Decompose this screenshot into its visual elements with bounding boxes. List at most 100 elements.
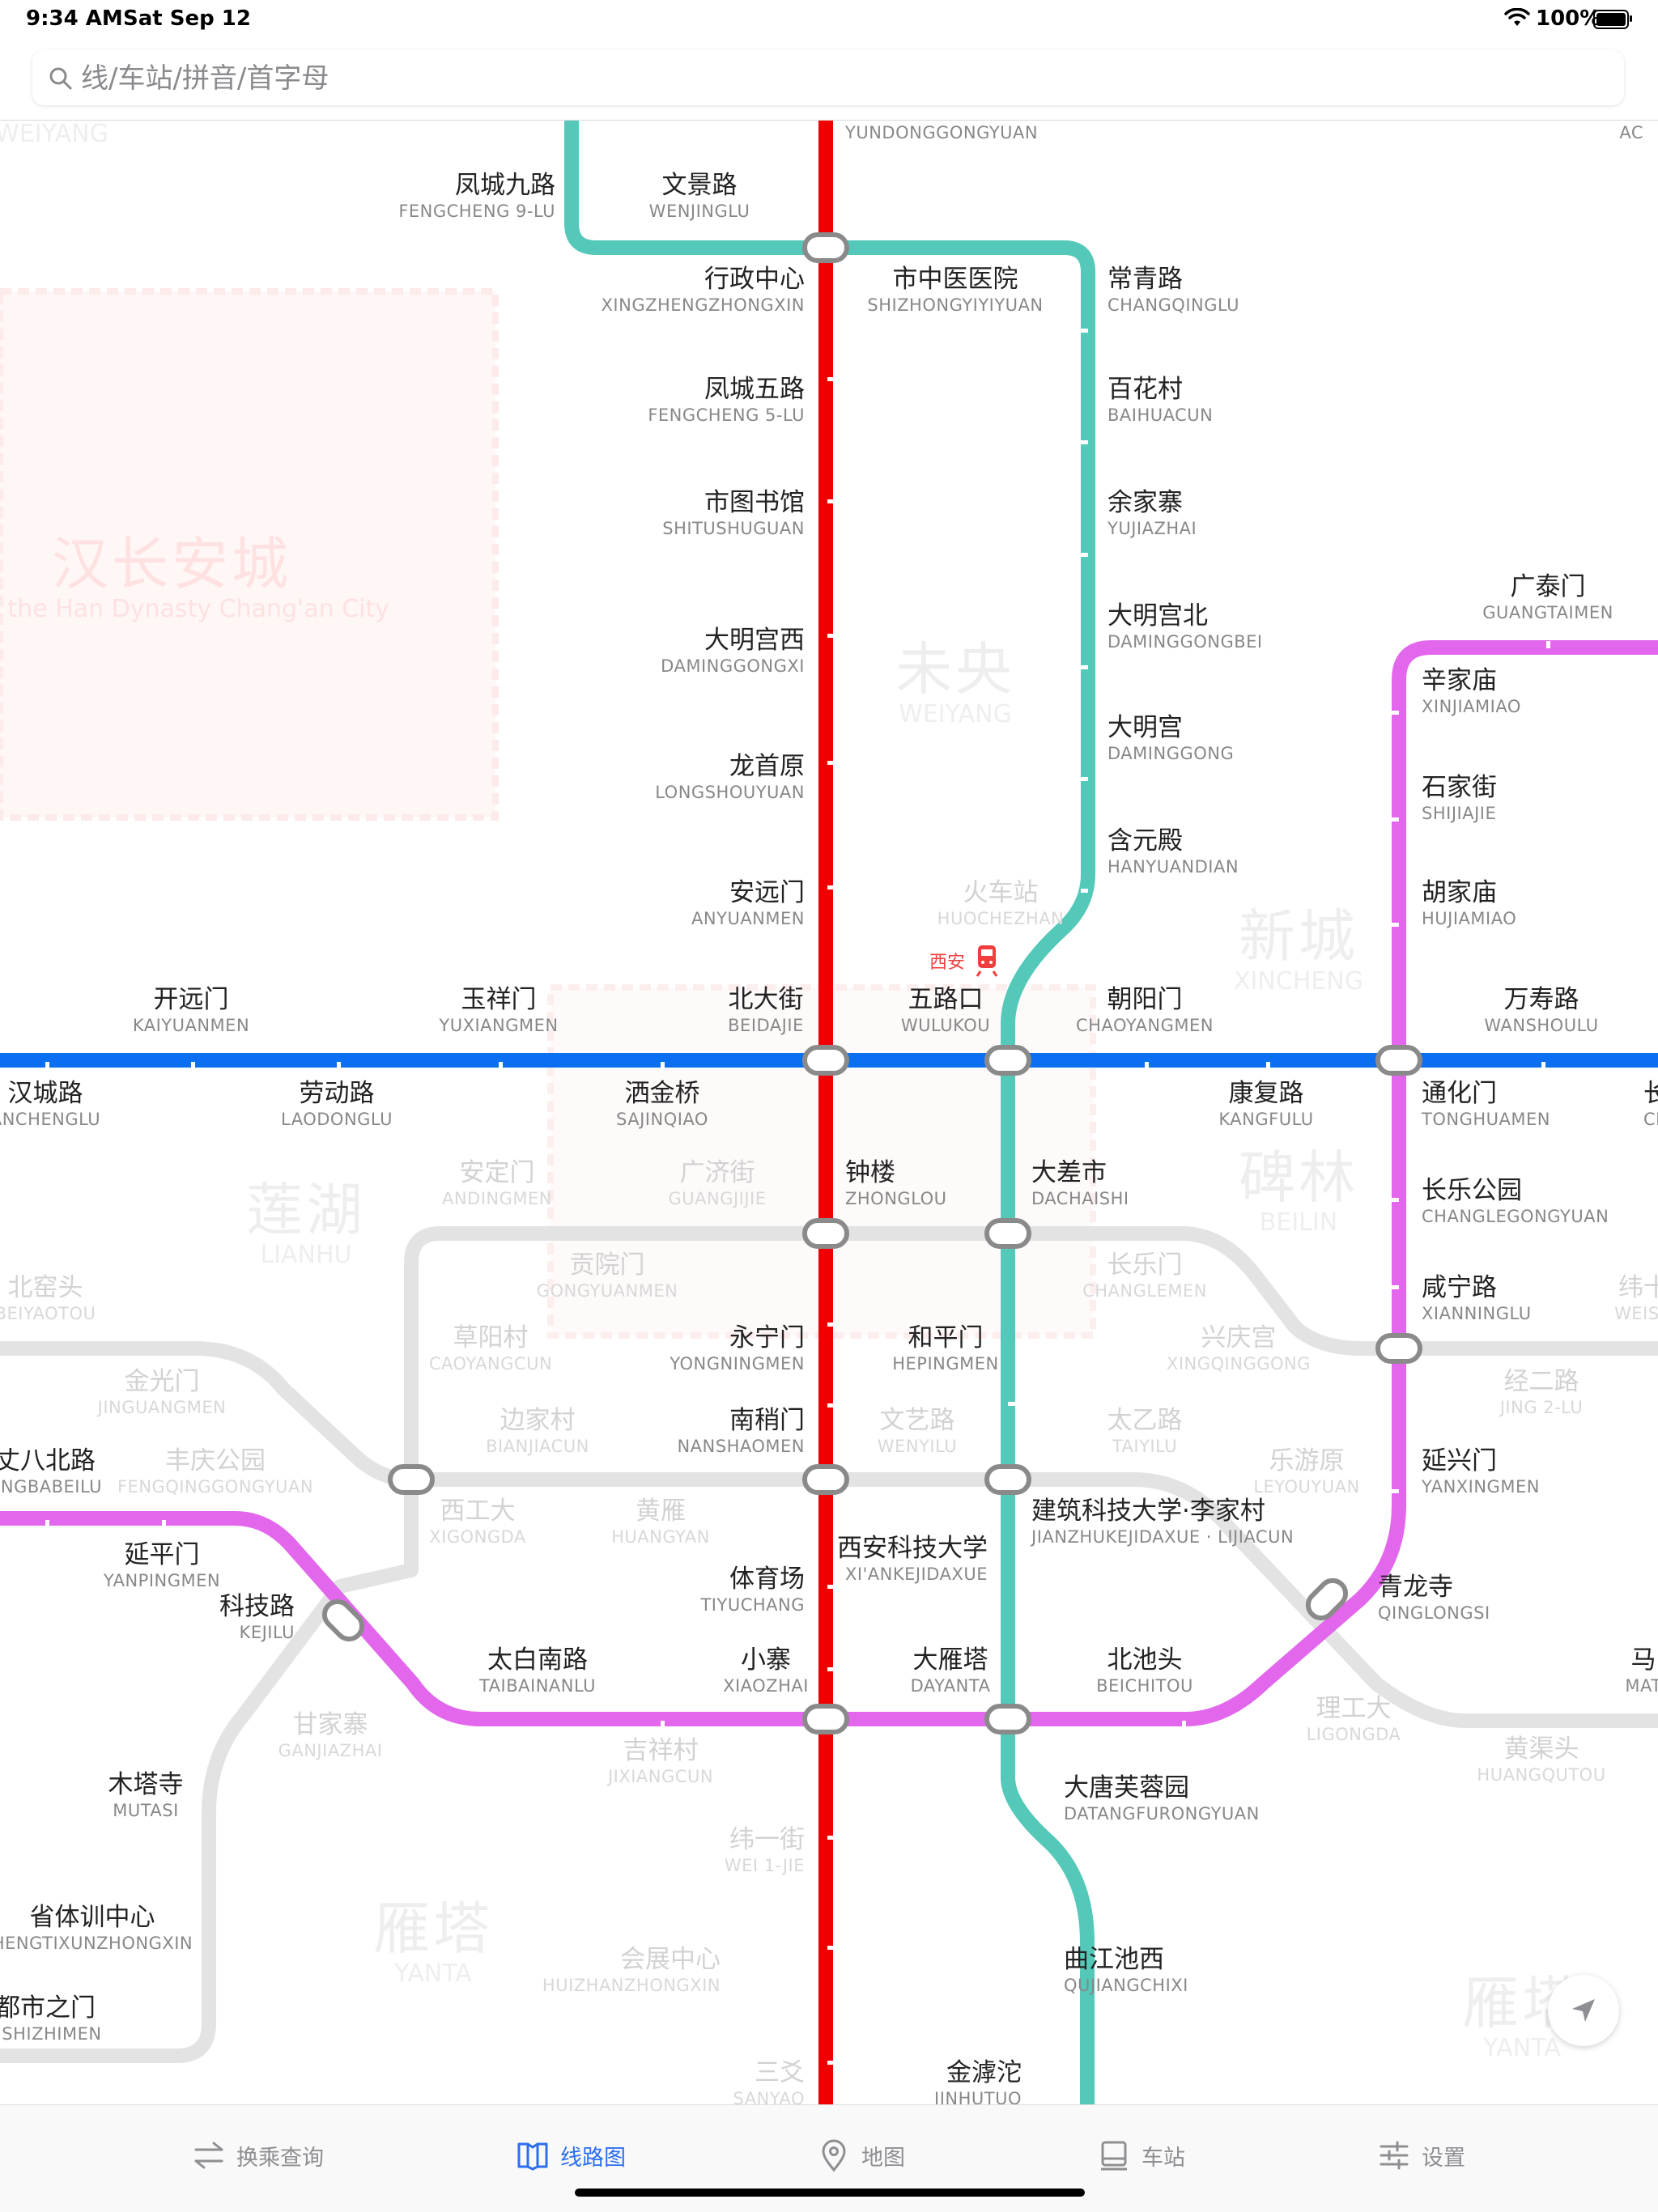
station-label[interactable]: AC bbox=[1619, 121, 1643, 142]
station-label[interactable]: 长CHA bbox=[1643, 1081, 1658, 1128]
tab-line-map[interactable]: 线路图 bbox=[515, 2133, 626, 2178]
tab-transfer[interactable]: 换乘查询 bbox=[191, 2133, 324, 2178]
station-pinyin: MAT bbox=[1625, 1675, 1658, 1696]
station-icon bbox=[1101, 2141, 1127, 2171]
station-pinyin: XIAOZHAI bbox=[723, 1675, 809, 1696]
station-name: 胡家庙 bbox=[1422, 878, 1497, 907]
metro-map[interactable]: 汉长安城e of the Han Dynasty Chang'an City未央… bbox=[0, 121, 1658, 2104]
station-label[interactable]: 丈八北路ANGBABEILU bbox=[0, 1448, 102, 1496]
locate-button[interactable] bbox=[1548, 1975, 1619, 2046]
station-name: 都市之门 bbox=[0, 1993, 96, 2023]
search-bar[interactable] bbox=[32, 50, 1624, 107]
tab-settings[interactable]: 设置 bbox=[1376, 2133, 1465, 2178]
station-label[interactable]: YUNDONGGONGYUAN bbox=[845, 121, 1038, 142]
station-label[interactable]: 纬十WEISH bbox=[1614, 1275, 1658, 1323]
station-name: 三爻 bbox=[755, 2058, 805, 2087]
station-name: 延兴门 bbox=[1422, 1446, 1497, 1475]
search-input[interactable] bbox=[79, 50, 1605, 107]
tab-station[interactable]: 车站 bbox=[1096, 2133, 1185, 2178]
tab-map[interactable]: 地图 bbox=[816, 2133, 905, 2178]
